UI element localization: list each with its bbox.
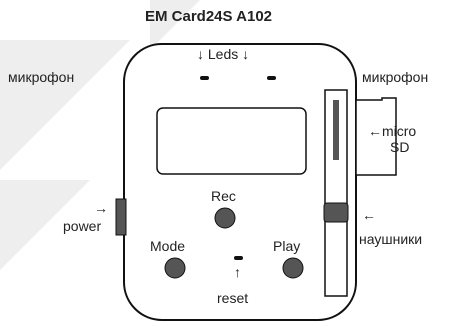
play-label: Play [273,238,301,254]
led-right [267,76,276,80]
display-screen [156,107,307,175]
rec-button [214,207,236,229]
sd-slot [333,100,339,160]
play-button [282,257,304,279]
led-left [200,76,209,80]
mic-left-label: микрофон [8,69,75,85]
side-slot-panel [324,89,348,297]
headphones-label: наушники [359,231,423,247]
reset-hole [234,256,243,260]
power-button [115,198,127,236]
power-label: power [63,218,102,234]
reset-arrow: ↑ [234,264,241,280]
rec-label: Rec [211,188,236,204]
headphones-arrow: ← [362,207,376,223]
headphone-jack [323,202,349,223]
mic-right-label: микрофон [362,69,429,85]
mode-button [164,257,186,279]
mode-label: Mode [150,238,186,254]
watermark [0,0,200,270]
power-arrow: → [94,200,108,216]
leds-label: ↓ Leds ↓ [197,46,250,62]
micro-sd-card [355,97,397,176]
micro-sd-label-line1: ←micro [368,123,417,139]
device-title: EM Card24S A102 [145,8,273,25]
reset-label: reset [217,290,249,306]
micro-sd-label-line2: SD [390,139,410,155]
